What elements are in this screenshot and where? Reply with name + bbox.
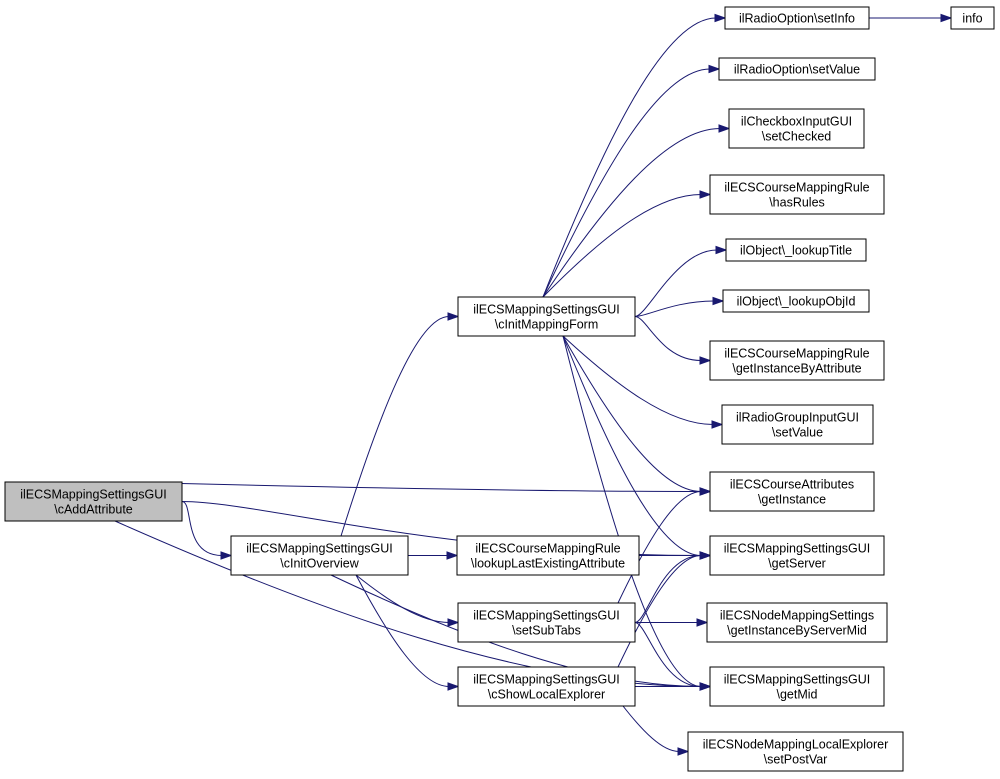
edge-setinfo-to-info xyxy=(869,13,953,23)
node-getmid[interactable]: ilECSMappingSettingsGUI\getMid xyxy=(709,666,885,707)
node-box xyxy=(722,289,870,313)
node-label: ilECSCourseAttributes xyxy=(730,478,854,492)
node-box xyxy=(724,6,870,30)
edge-cmap-to-hasrules xyxy=(542,190,712,298)
edge-cmap-to-lookuptitle xyxy=(634,245,728,317)
edge-cmap-to-setinfo xyxy=(542,13,727,298)
node-box xyxy=(457,296,636,337)
node-label: \setChecked xyxy=(762,130,832,144)
node-box xyxy=(709,174,885,215)
node-label: \hasRules xyxy=(769,196,825,210)
node-box xyxy=(456,535,640,576)
node-label: ilECSNodeMappingLocalExplorer xyxy=(703,738,889,752)
node-label: \setSubTabs xyxy=(512,624,581,638)
node-box xyxy=(728,108,865,149)
node-label: ilECSCourseMappingRule xyxy=(724,181,869,195)
edge-cmap-to-lookupobjid xyxy=(634,296,725,317)
node-lookupobjid[interactable]: ilObject\_lookupObjId xyxy=(722,289,870,313)
node-label: ilECSMappingSettingsGUI xyxy=(724,542,871,556)
node-box xyxy=(4,481,183,522)
node-label: ilRadioOption\setInfo xyxy=(739,12,855,26)
node-box xyxy=(950,6,995,30)
node-root[interactable]: ilECSMappingSettingsGUI\cAddAttribute xyxy=(4,481,183,522)
node-label: ilECSMappingSettingsGUI xyxy=(473,673,620,687)
node-label: ilECSMappingSettingsGUI xyxy=(20,488,167,502)
edge-cmap-to-getinstbyattr xyxy=(634,316,712,365)
node-label: ilObject\_lookupObjId xyxy=(737,295,856,309)
edge-cmap-to-setvalue xyxy=(542,64,721,298)
edge-cmap-to-radiogroup xyxy=(562,335,724,429)
node-setchecked[interactable]: ilCheckboxInputGUI\setChecked xyxy=(728,108,865,149)
node-box xyxy=(687,731,904,772)
node-box xyxy=(709,666,885,707)
node-label: ilECSCourseMappingRule xyxy=(724,347,869,361)
edge-root-to-cinit xyxy=(181,501,233,560)
node-label: ilRadioOption\setValue xyxy=(734,63,860,77)
edge-cmap-to-courseattr xyxy=(562,335,712,496)
node-courseattr[interactable]: ilECSCourseAttributes\getInstance xyxy=(709,471,875,512)
node-label: \lookupLastExistingAttribute xyxy=(471,557,625,571)
node-box xyxy=(721,404,874,445)
node-subtabs[interactable]: ilECSMappingSettingsGUI\setSubTabs xyxy=(457,602,636,643)
node-label: ilECSMappingSettingsGUI xyxy=(473,303,620,317)
edge-showlocal-to-getserver xyxy=(617,551,712,668)
node-label: ilECSNodeMappingSettings xyxy=(720,609,874,623)
edge-cinit-to-subtabs xyxy=(355,574,460,627)
node-box xyxy=(230,535,409,576)
edge-subtabs-to-nodemapping xyxy=(635,618,709,627)
edge-cinit-to-cmap xyxy=(340,312,460,537)
node-lookupLast[interactable]: ilECSCourseMappingRule\lookupLastExistin… xyxy=(456,535,640,576)
node-setinfo[interactable]: ilRadioOption\setInfo xyxy=(724,6,870,30)
node-box xyxy=(457,602,636,643)
node-label: \getServer xyxy=(768,557,826,571)
node-label: ilECSMappingSettingsGUI xyxy=(724,673,871,687)
node-label: \setValue xyxy=(772,426,823,440)
node-label: \getInstance xyxy=(758,493,826,507)
edge-cmap-to-setchecked xyxy=(542,124,731,298)
node-box xyxy=(725,238,867,262)
node-radiogroup[interactable]: ilRadioGroupInputGUI\setValue xyxy=(721,404,874,445)
node-box xyxy=(706,602,888,643)
node-setvalue[interactable]: ilRadioOption\setValue xyxy=(718,57,876,81)
node-label: ilECSMappingSettingsGUI xyxy=(473,609,620,623)
node-nodemapping[interactable]: ilECSNodeMappingSettings\getInstanceBySe… xyxy=(706,602,888,643)
node-label: ilECSCourseMappingRule xyxy=(475,542,620,556)
node-label: \cInitMappingForm xyxy=(495,318,599,332)
edge-showlocal-to-postvar xyxy=(622,705,690,756)
node-label: ilObject\_lookupTitle xyxy=(740,244,852,258)
node-box xyxy=(718,57,876,81)
edge-subtabs-to-getmid xyxy=(634,622,712,691)
node-postvar[interactable]: ilECSNodeMappingLocalExplorer\setPostVar xyxy=(687,731,904,772)
node-label: ilECSMappingSettingsGUI xyxy=(246,542,393,556)
node-label: \getMid xyxy=(777,688,818,702)
nodes-layer: ilECSMappingSettingsGUI\cAddAttributeilE… xyxy=(4,6,995,772)
node-box xyxy=(709,340,885,381)
node-label: \cInitOverview xyxy=(280,557,359,571)
node-label: ilCheckboxInputGUI xyxy=(741,115,852,129)
node-box xyxy=(457,666,636,707)
node-getinstbyattr[interactable]: ilECSCourseMappingRule\getInstanceByAttr… xyxy=(709,340,885,381)
node-cmap[interactable]: ilECSMappingSettingsGUI\cInitMappingForm xyxy=(457,296,636,337)
node-label: \setPostVar xyxy=(764,753,828,767)
node-label: \getInstanceByServerMid xyxy=(727,624,867,638)
node-label: \cShowLocalExplorer xyxy=(488,688,605,702)
node-box xyxy=(709,471,875,512)
node-label: info xyxy=(962,12,982,26)
node-label: ilRadioGroupInputGUI xyxy=(736,411,859,425)
node-info[interactable]: info xyxy=(950,6,995,30)
edge-subtabs-to-courseattr xyxy=(617,487,712,604)
edge-showlocal-to-getmid xyxy=(635,682,712,691)
edge-root-to-courseattr xyxy=(119,481,712,496)
node-label: \getInstanceByAttribute xyxy=(732,362,861,376)
node-label: \cAddAttribute xyxy=(54,503,133,517)
edge-cinit-to-showlocal xyxy=(355,574,460,691)
node-hasrules[interactable]: ilECSCourseMappingRule\hasRules xyxy=(709,174,885,215)
node-lookuptitle[interactable]: ilObject\_lookupTitle xyxy=(725,238,867,262)
node-cinit[interactable]: ilECSMappingSettingsGUI\cInitOverview xyxy=(230,535,409,576)
node-showlocal[interactable]: ilECSMappingSettingsGUI\cShowLocalExplor… xyxy=(457,666,636,707)
node-box xyxy=(709,535,885,576)
node-getserver[interactable]: ilECSMappingSettingsGUI\getServer xyxy=(709,535,885,576)
